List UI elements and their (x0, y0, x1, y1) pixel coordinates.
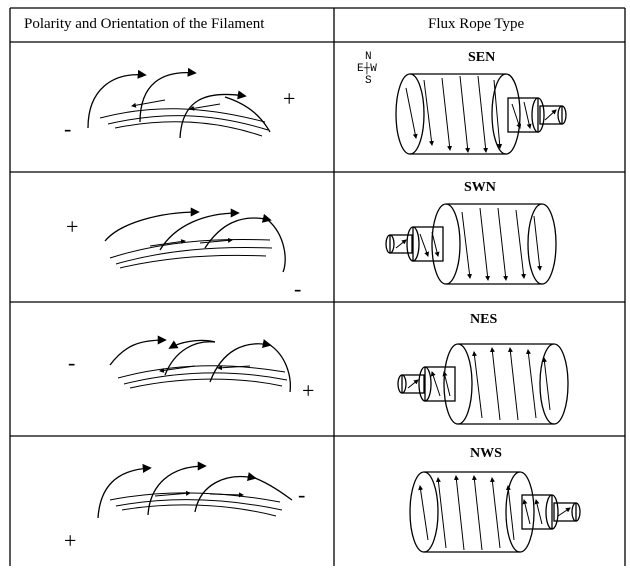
flux-rope-type-3: NES (470, 312, 497, 328)
polarity-left-1: - (64, 118, 71, 140)
polarity-left-4: + (64, 530, 76, 552)
polarity-left-3: - (68, 352, 75, 374)
flux-rope-diagram-1 (396, 74, 566, 154)
polarity-right-3: + (302, 380, 314, 402)
compass-north: N (365, 52, 372, 63)
flux-rope-type-1: SEN (468, 50, 495, 66)
flux-rope-diagram-4 (410, 472, 580, 552)
column-header-filament: Polarity and Orientation of the Filament (24, 16, 264, 33)
filament-diagram-4 (98, 466, 292, 518)
polarity-right-4: - (298, 484, 305, 506)
compass-south: S (365, 76, 372, 87)
compass-east-west: E┼W (357, 64, 377, 75)
polarity-left-2: + (66, 216, 78, 238)
polarity-right-1: + (283, 88, 295, 110)
filament-diagram-3 (110, 340, 290, 392)
flux-rope-diagram-3 (398, 344, 568, 424)
column-header-flux-rope: Flux Rope Type (428, 16, 524, 33)
flux-rope-diagram-2 (386, 204, 556, 284)
flux-rope-type-4: NWS (470, 446, 502, 462)
flux-rope-type-2: SWN (464, 180, 496, 196)
polarity-right-2: - (294, 278, 301, 300)
filament-diagram-2 (105, 212, 285, 272)
filament-diagram-1 (88, 73, 270, 138)
table-grid (10, 8, 625, 566)
